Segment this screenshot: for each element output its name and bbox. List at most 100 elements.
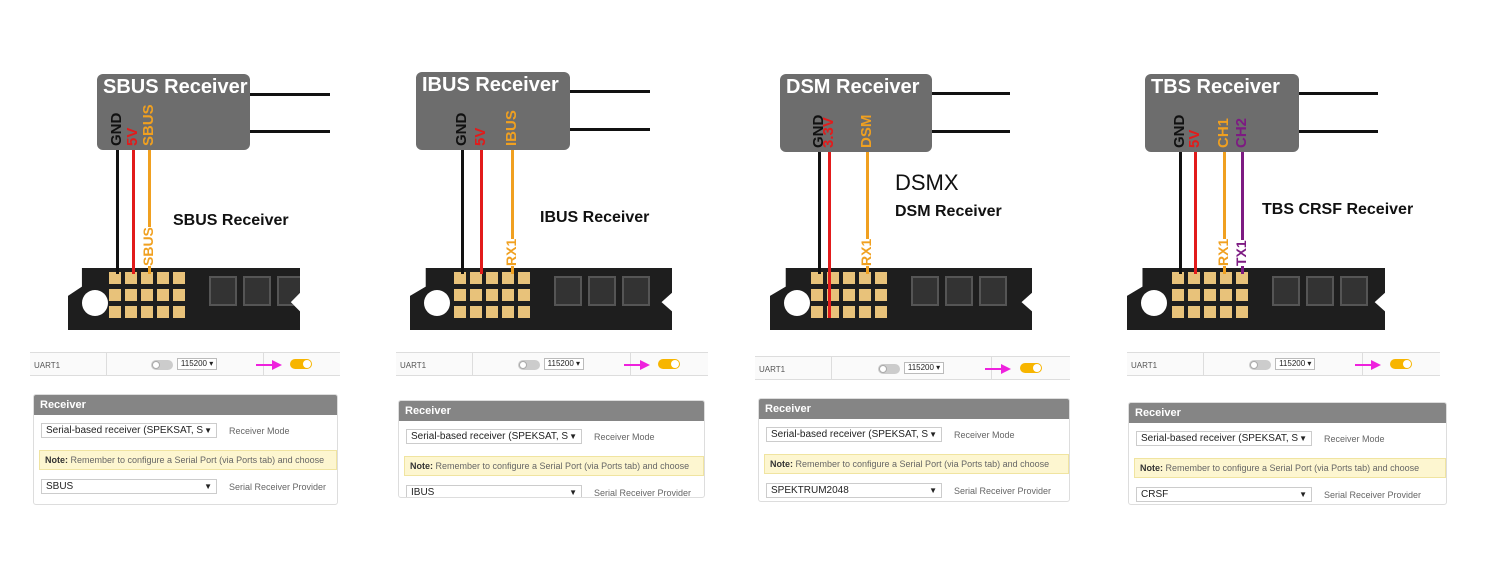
- receiver-header: Receiver: [1129, 403, 1446, 423]
- uart-port-name: UART1: [34, 361, 61, 370]
- wire-signal: [1223, 150, 1226, 274]
- telemetry-toggle-off[interactable]: [1249, 360, 1272, 370]
- protocol-label: DSMX: [895, 170, 959, 195]
- receiver-mode-select[interactable]: Serial-based receiver (SPEKSAT, S▼: [766, 427, 942, 442]
- antenna-wire: [250, 93, 330, 96]
- mount-hole: [784, 290, 810, 316]
- solder-pad: [157, 306, 169, 318]
- baud-rate-select[interactable]: 115200 ▾: [903, 362, 945, 374]
- column-divider: [831, 357, 832, 379]
- magenta-arrow-icon: [623, 360, 650, 370]
- solder-pad: [518, 272, 530, 284]
- mount-hole: [424, 290, 450, 316]
- solder-pad: [454, 272, 466, 284]
- board-pad-label: SBUS: [140, 227, 156, 266]
- receiver-mode-select[interactable]: Serial-based receiver (SPEKSAT, S▼: [41, 423, 217, 438]
- serial-provider-select[interactable]: SPEKTRUM2048▼: [766, 483, 942, 498]
- serial-provider-select[interactable]: SBUS▼: [41, 479, 217, 494]
- mosfet-chip: [622, 276, 650, 306]
- baud-rate-select[interactable]: 115200 ▾: [543, 358, 585, 370]
- solder-pad: [502, 306, 514, 318]
- baud-rate-select[interactable]: 115200 ▾: [1275, 358, 1316, 370]
- serial-rx-toggle[interactable]: [1389, 359, 1412, 369]
- serial-provider-label: Serial Receiver Provider: [954, 486, 1052, 496]
- wire-gnd: [818, 150, 821, 274]
- baud-value: 115200: [180, 359, 207, 368]
- telemetry-toggle-off[interactable]: [517, 360, 540, 370]
- solder-pad: [141, 306, 153, 318]
- solder-pad: [173, 289, 185, 301]
- solder-pad: [518, 306, 530, 318]
- receiver-title: SBUS Receiver: [103, 76, 248, 98]
- toggle-knob: [303, 360, 312, 368]
- solder-pad: [1204, 272, 1216, 284]
- telemetry-toggle-off[interactable]: [150, 360, 173, 370]
- receiver-pin-label: IBUS: [503, 110, 520, 146]
- serial-provider-select[interactable]: IBUS▼: [406, 485, 582, 497]
- mount-hole: [1141, 290, 1167, 316]
- toggle-knob: [518, 361, 527, 369]
- solder-pad: [859, 272, 871, 284]
- chevron-down-icon: ▼: [929, 486, 937, 495]
- solder-pad: [454, 289, 466, 301]
- mosfet-chip: [979, 276, 1007, 306]
- serial-rx-toggle[interactable]: [290, 359, 313, 369]
- antenna-wire: [250, 130, 330, 133]
- receiver-mode-select[interactable]: Serial-based receiver (SPEKSAT, S▼: [1136, 431, 1312, 446]
- toggle-knob: [878, 365, 887, 373]
- wire-signal: [511, 148, 514, 274]
- chevron-down-icon: ▼: [569, 432, 577, 441]
- solder-pad: [470, 289, 482, 301]
- chevron-down-icon: ▼: [929, 430, 937, 439]
- solder-pad: [843, 306, 855, 318]
- serial-provider-label: Serial Receiver Provider: [1324, 490, 1422, 500]
- solder-pad: [811, 289, 823, 301]
- serial-port-note: Note: Remember to configure a Serial Por…: [764, 454, 1069, 474]
- receiver-caption: IBUS Receiver: [540, 209, 650, 226]
- chevron-down-icon: ▾: [573, 359, 581, 368]
- mosfet-chip: [911, 276, 939, 306]
- antenna-wire: [932, 92, 1010, 95]
- solder-pad: [859, 289, 871, 301]
- serial-rx-toggle[interactable]: [1019, 363, 1042, 373]
- wire-gnd: [1179, 150, 1182, 274]
- serial-provider-select[interactable]: CRSF▼: [1136, 487, 1312, 502]
- receiver-mode-select[interactable]: Serial-based receiver (SPEKSAT, S▼: [406, 429, 582, 444]
- receiver-pin-label: GND: [453, 112, 470, 146]
- antenna-wire: [570, 90, 650, 93]
- solder-pad: [470, 306, 482, 318]
- telemetry-toggle-off[interactable]: [877, 364, 900, 374]
- solder-pad: [502, 289, 514, 301]
- receiver-title: DSM Receiver: [786, 76, 920, 98]
- receiver-pin-label: DSM: [858, 114, 875, 148]
- solder-pad: [859, 306, 871, 318]
- serial-rx-toggle[interactable]: [658, 359, 681, 369]
- uart-config-row: UART1 115200 ▾: [1127, 352, 1440, 376]
- board-pad-label: RX1: [858, 238, 874, 266]
- mosfet-chip: [1272, 276, 1300, 306]
- mosfet-chip: [277, 276, 300, 306]
- baud-value: 115200: [907, 363, 934, 372]
- chevron-down-icon: ▼: [1299, 434, 1307, 443]
- solder-pad: [1220, 289, 1232, 301]
- column-divider: [472, 353, 473, 375]
- baud-rate-select[interactable]: 115200 ▾: [176, 358, 218, 370]
- receiver-title: TBS Receiver: [1151, 76, 1280, 98]
- solder-pad: [1172, 272, 1184, 284]
- mosfet-chip: [945, 276, 973, 306]
- toggle-knob: [1032, 364, 1041, 372]
- solder-pad: [1204, 289, 1216, 301]
- mosfet-chip: [554, 276, 582, 306]
- wire-tx: [1241, 150, 1244, 274]
- solder-pad: [875, 306, 887, 318]
- serial-provider-label: Serial Receiver Provider: [594, 488, 692, 498]
- serial-provider-label: Serial Receiver Provider: [229, 482, 327, 492]
- chevron-down-icon: ▼: [1299, 490, 1307, 499]
- uart-port-name: UART1: [1131, 361, 1158, 370]
- toggle-knob: [1250, 361, 1259, 369]
- chevron-down-icon: ▾: [933, 363, 941, 372]
